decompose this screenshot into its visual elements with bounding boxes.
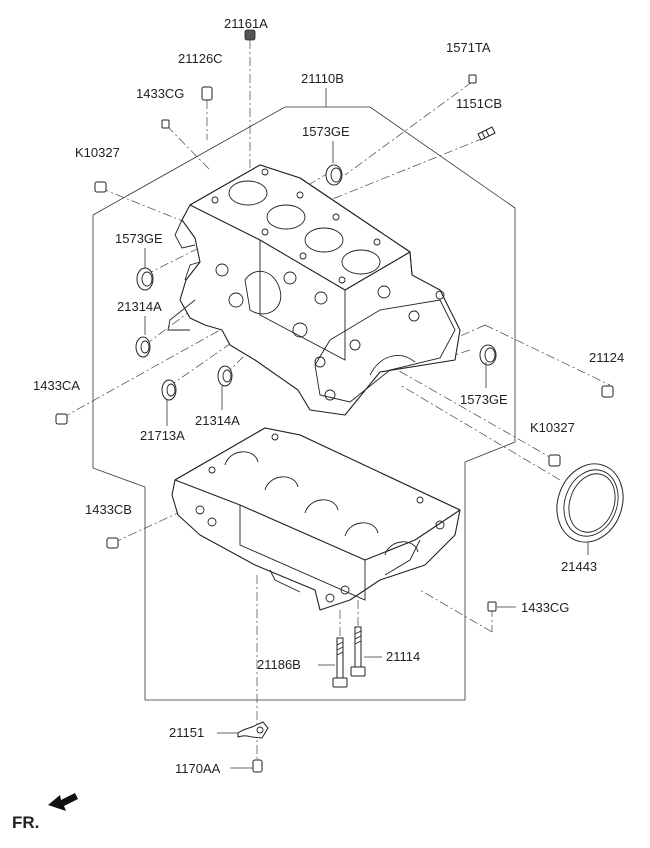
label-1170AA: 1170AA <box>175 761 221 776</box>
part-1571TA <box>468 74 477 84</box>
label-21314A-mid: 21314A <box>195 413 240 428</box>
label-21110B: 21110B <box>301 71 344 86</box>
label-1433CG-top: 1433CG <box>136 86 184 101</box>
part-1170AA-bolt <box>252 759 263 773</box>
label-1573GE-left: 1573GE <box>115 231 163 246</box>
part-21124 <box>601 385 614 398</box>
label-1573GE-top: 1573GE <box>302 124 350 139</box>
front-direction-arrow-icon <box>48 793 78 811</box>
label-K10327-right: K10327 <box>530 420 575 435</box>
part-21126C <box>201 86 213 101</box>
part-1151CB <box>477 126 496 141</box>
assembly-boundary <box>92 106 516 701</box>
label-1151CB: 1151CB <box>456 96 502 111</box>
label-K10327-left: K10327 <box>75 145 120 160</box>
part-K10327-right <box>548 454 561 467</box>
part-21114-bolt <box>350 626 366 677</box>
crankcase-lower <box>171 427 461 611</box>
fr-label: FR. <box>12 813 39 832</box>
label-1573GE-right: 1573GE <box>460 392 508 407</box>
part-1433CG-bottom <box>487 601 497 612</box>
part-1433CA <box>55 413 68 425</box>
label-leaders <box>144 88 589 769</box>
part-1573GE-top <box>325 164 343 186</box>
label-1433CA: 1433CA <box>33 378 80 393</box>
label-21314A-left: 21314A <box>117 299 162 314</box>
part-21314A-left <box>135 336 151 358</box>
part-21443-oil-seal <box>556 463 624 543</box>
label-1433CG-bottom: 1433CG <box>521 600 569 615</box>
part-K10327-left <box>94 181 107 193</box>
label-21114: 21114 <box>386 649 420 664</box>
label-21151: 21151 <box>169 725 204 740</box>
part-1433CB <box>106 537 119 549</box>
label-21186B: 21186B <box>257 657 301 672</box>
label-1433CB: 1433CB <box>85 502 132 517</box>
part-21186B-bolt <box>332 637 348 688</box>
label-21713A: 21713A <box>140 428 185 443</box>
part-21713A <box>161 379 177 401</box>
part-1573GE-right <box>479 344 497 366</box>
part-labels: 21161A 21126C 1571TA 21110B 1433CG 1151C… <box>12 16 624 832</box>
label-21126C: 21126C <box>178 51 223 66</box>
part-21151-oil-jet <box>237 721 269 739</box>
label-21443: 21443 <box>561 559 597 574</box>
part-1433CG-top <box>161 119 170 129</box>
label-21124: 21124 <box>589 350 624 365</box>
label-21161A: 21161A <box>224 16 268 31</box>
cylinder-block-upper <box>167 164 461 416</box>
part-21161A <box>244 29 256 41</box>
label-1571TA: 1571TA <box>446 40 491 55</box>
part-1573GE-left <box>136 267 154 291</box>
part-21314A-mid <box>217 365 233 387</box>
